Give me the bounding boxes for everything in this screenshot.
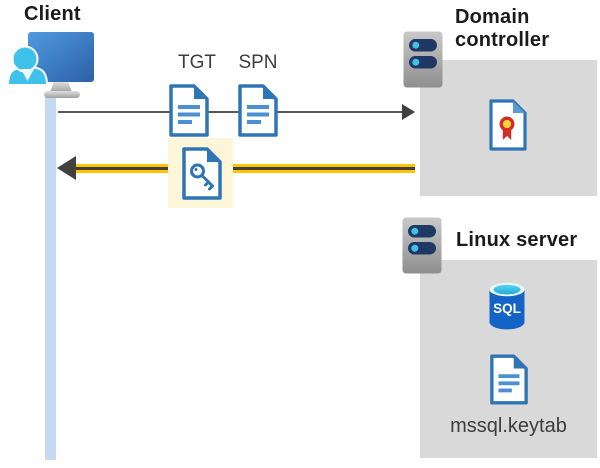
linux-server-title: Linux server (456, 229, 578, 251)
domain-controller-title: Domain controller (455, 6, 550, 51)
domain-controller-server-icon (403, 31, 443, 88)
keytab-filename-label: mssql.keytab (450, 415, 567, 437)
tgt-label: TGT (178, 52, 216, 73)
key-icon (190, 163, 214, 191)
response-arrow-line (70, 164, 415, 173)
user-icon (8, 45, 49, 86)
client-title: Client (24, 3, 81, 25)
key-ticket-document-icon (182, 147, 222, 200)
certificate-icon (489, 99, 527, 151)
response-arrow-head-icon (57, 156, 76, 180)
spn-document-icon (238, 84, 278, 137)
linux-server-icon (402, 217, 442, 274)
sql-icon-label: SQL (493, 301, 521, 316)
tgt-document-icon (169, 84, 209, 137)
keytab-document-icon (490, 354, 528, 405)
monitor-icon (28, 32, 94, 98)
request-arrow-line (58, 111, 404, 113)
response-arrow-stripe (70, 167, 415, 170)
request-arrow-head-icon (402, 104, 415, 120)
client-computer-user-icon (8, 32, 94, 98)
sql-database-icon: SQL (489, 282, 525, 330)
spn-label: SPN (238, 52, 278, 73)
client-lifeline-bar (45, 97, 56, 460)
